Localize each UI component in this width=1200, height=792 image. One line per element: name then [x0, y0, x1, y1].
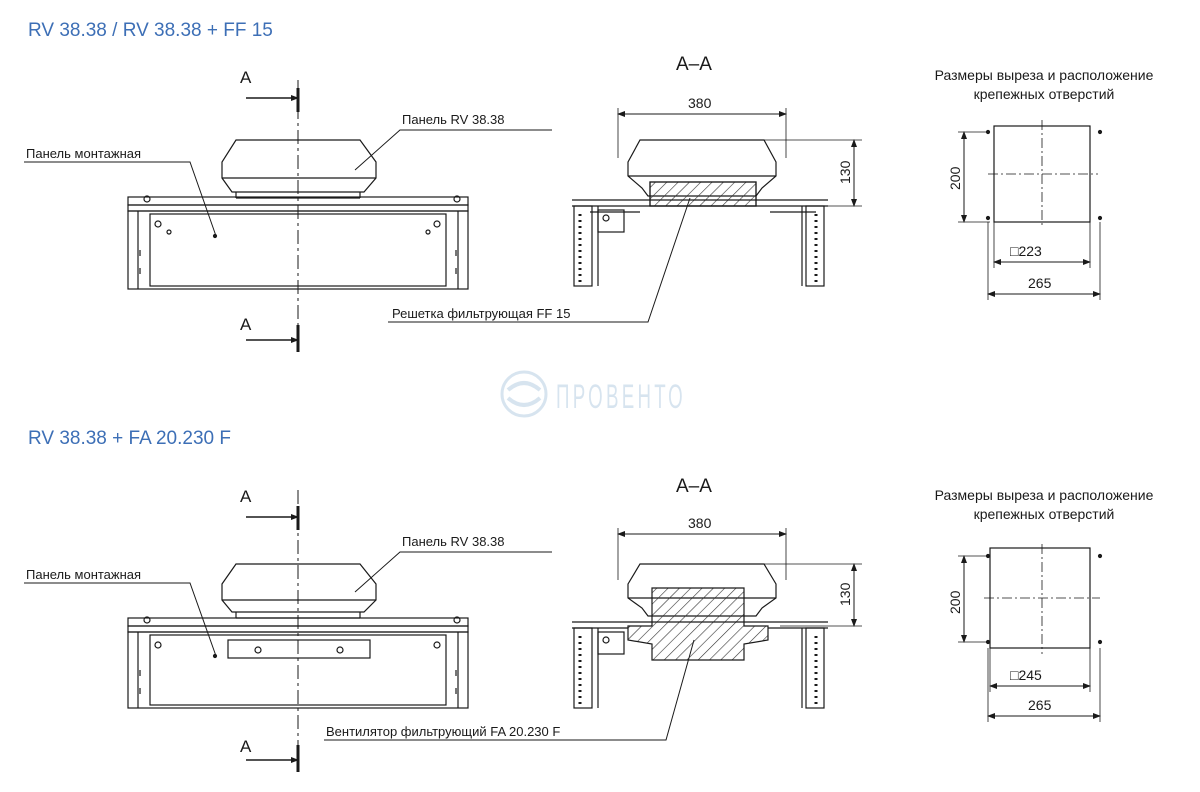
section-view-title-2: A–A [676, 476, 712, 497]
cutout-square-2: □245 [1010, 667, 1042, 683]
dim-height-1: 130 [837, 160, 853, 184]
cutout-title-line2-1: крепежных отверстий [974, 86, 1115, 102]
cutout-spacing-2: 265 [1028, 697, 1052, 713]
cutout-title-line1-2: Размеры выреза и расположение [935, 487, 1154, 503]
mounting-label-1: Панель монтажная [26, 146, 141, 161]
panel-label-2: Панель RV 38.38 [402, 534, 505, 549]
section-marker-bottom-1: A [240, 315, 252, 334]
watermark-logo-icon [500, 370, 548, 418]
cutout-title-line1-1: Размеры выреза и расположение [935, 67, 1154, 83]
panel-label-1: Панель RV 38.38 [402, 112, 505, 127]
cutout-view-ff15 [958, 120, 1103, 300]
section-marker-top-1: A [240, 68, 252, 87]
cutout-title-line2-2: крепежных отверстий [974, 506, 1115, 522]
watermark-text: ПРОВЕНТО [556, 378, 687, 416]
section-view-fa20 [324, 528, 862, 741]
section-view-ff15 [388, 108, 862, 323]
section-ff15: A A Панель RV 38.38 Панель монтажная [24, 54, 1154, 352]
watermark: ПРОВЕНТО [498, 368, 708, 424]
dim-width-2: 380 [688, 515, 712, 531]
section-marker-bottom-2: A [240, 737, 252, 756]
section-view-title-1: A–A [676, 54, 712, 75]
section-title-ff15: RV 38.38 / RV 38.38 + FF 15 [28, 20, 273, 41]
component-label-1: Решетка фильтрующая FF 15 [392, 306, 570, 321]
cutout-view-fa20 [958, 544, 1103, 722]
mounting-label-2: Панель монтажная [26, 567, 141, 582]
cutout-height-1: 200 [947, 166, 963, 190]
dim-width-1: 380 [688, 95, 712, 111]
cutout-height-2: 200 [947, 590, 963, 614]
cutout-spacing-1: 265 [1028, 275, 1052, 291]
section-fa20: A A Панель RV 38.38 Панель монтажная [24, 476, 1154, 772]
component-label-2: Вентилятор фильтрующий FA 20.230 F [326, 724, 560, 739]
front-view-fa20 [24, 490, 552, 772]
cutout-square-1: □223 [1010, 243, 1042, 259]
dim-height-2: 130 [837, 582, 853, 606]
section-title-fa20: RV 38.38 + FA 20.230 F [28, 428, 231, 449]
front-view-ff15 [24, 80, 552, 352]
section-marker-top-2: A [240, 487, 252, 506]
